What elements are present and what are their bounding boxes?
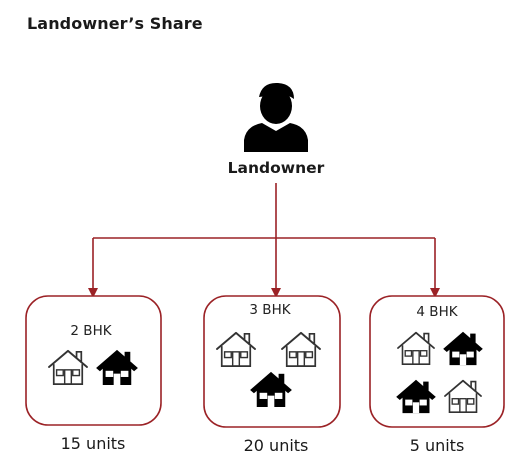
unit-type-label: 4 BHK	[416, 304, 458, 320]
landowner-label: Landowner	[228, 159, 325, 177]
connector-lines	[88, 183, 440, 298]
units-count-4bhk: 5 units	[410, 436, 465, 455]
unit-type-label: 2 BHK	[70, 323, 112, 339]
units-count-2bhk: 15 units	[61, 434, 126, 453]
unit-type-label: 3 BHK	[249, 302, 291, 318]
units-count-3bhk: 20 units	[244, 436, 309, 455]
person-icon	[244, 82, 308, 152]
page-title: Landowner’s Share	[27, 14, 203, 33]
unit-box-4bhk: 4 BHK	[369, 295, 505, 428]
unit-box-2bhk: 2 BHK	[25, 295, 162, 426]
unit-box-3bhk: 3 BHK	[203, 295, 341, 428]
